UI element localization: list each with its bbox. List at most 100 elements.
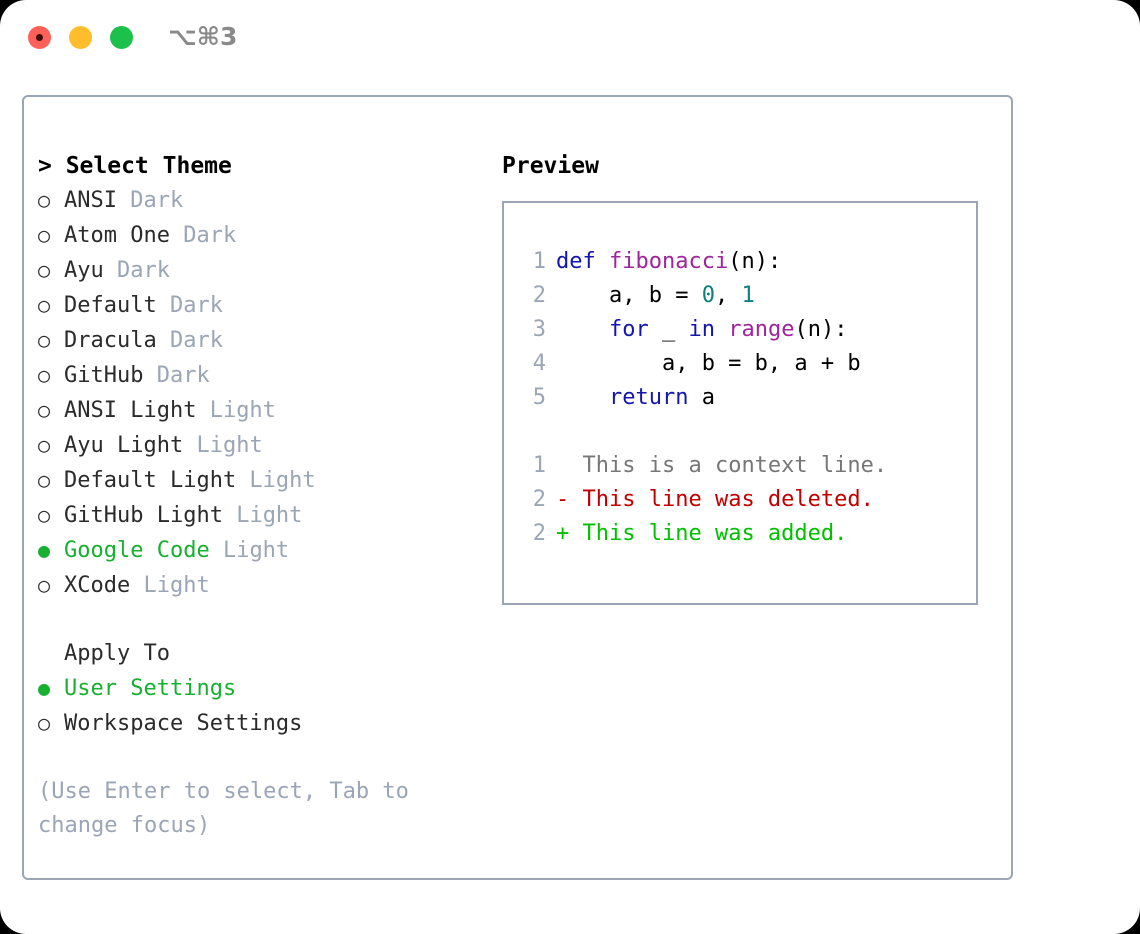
radio-unselected-icon: ○ [38,573,51,597]
diff-line-number: 2 [532,521,546,546]
theme-option-ansi-light[interactable]: ○ ANSI Light Light [38,393,478,428]
radio-unselected-icon: ○ [38,293,51,317]
theme-option-variant-badge: Dark [169,223,237,248]
code-token-plain: (n): [794,317,848,342]
code-diff-spacer [518,415,976,449]
theme-list: ○ANSI Dark○Atom One Dark○Ayu Dark○Defaul… [38,183,478,603]
code-line-number: 1 [532,249,546,274]
theme-option-ayu[interactable]: ○ Ayu Dark [38,253,478,288]
diff-line-number: 2 [532,487,546,512]
theme-option-ansi[interactable]: ○ANSI Dark [38,183,478,218]
apply-to-list: ● User Settings ○ Workspace Settings [38,671,478,741]
radio-unselected-icon: ○ [38,188,51,212]
theme-option-label: Default Light [64,468,237,493]
theme-option-default[interactable]: ○Default Dark [38,288,478,323]
theme-option-atom-one[interactable]: ○ Atom One Dark [38,218,478,253]
code-line-number: 4 [532,351,546,376]
theme-option-variant-badge: Light [209,538,290,563]
theme-option-variant-badge: Light [196,398,276,423]
apply-to-option-workspace-settings[interactable]: ○ Workspace Settings [38,706,478,741]
apply-to-option-label: User Settings [64,676,237,701]
code-line: 1 def fibonacci(n): [518,245,976,279]
code-token-fn: fibonacci [608,249,729,274]
radio-unselected-icon: ○ [38,468,51,492]
theme-option-variant-badge: Dark [156,293,223,318]
code-line-number: 2 [532,283,546,308]
code-line-number: 5 [532,385,546,410]
select-theme-title: > Select Theme [38,153,232,179]
diff-line-add: 2 + This line was added. [518,517,976,551]
radio-selected-icon: ● [38,676,51,700]
diff-marker [556,449,583,483]
diff-marker: - [556,487,583,512]
diff-line-del: 2- This line was deleted. [518,483,976,517]
radio-unselected-icon: ○ [38,398,51,422]
radio-unselected-icon: ○ [38,223,51,247]
code-token-plain [556,381,609,415]
code-token-kw: def [556,249,609,274]
theme-option-github-light[interactable]: ○GitHub Light Light [38,498,478,533]
radio-selected-icon: ● [38,538,51,562]
code-token-plain: a, b = b, a + b [556,351,861,376]
maximize-window-button[interactable] [110,26,133,49]
theme-option-label: GitHub [64,363,144,388]
apply-to-option-label: Workspace Settings [64,711,303,736]
theme-option-variant-badge: Dark [103,258,170,283]
code-token-plain [715,313,728,347]
theme-option-label: ANSI Light [64,398,197,423]
minimize-window-button[interactable] [69,26,92,49]
theme-chooser: > Select Theme ○ANSI Dark○Atom One Dark○… [38,149,478,843]
code-token-num: 1 [741,283,755,308]
code-token-kw: in [688,317,715,342]
code-line: 4 a, b = b, a + b [518,347,976,381]
code-line-number: 3 [532,317,546,342]
content-panel: > Select Theme ○ANSI Dark○Atom One Dark○… [22,95,1013,880]
apply-to-title: Apply To [64,641,170,666]
theme-option-variant-badge: Light [130,573,210,598]
radio-unselected-icon: ○ [38,328,51,352]
theme-option-label: Ayu Light [64,433,184,458]
diff-line-text: This is a context line. [582,453,888,478]
theme-option-github[interactable]: ○ GitHub Dark [38,358,478,393]
diff-sample: 1 This is a context line.2- This line wa… [518,449,976,551]
theme-option-xcode[interactable]: ○ XCode Light [38,568,478,603]
code-token-plain: a, b = [556,283,702,308]
apply-to-option-user-settings[interactable]: ● User Settings [38,671,478,706]
radio-unselected-icon: ○ [38,363,51,387]
theme-option-label: Ayu [64,258,104,283]
keyboard-shortcut-label: ⌥⌘3 [168,22,238,51]
code-token-plain: (n): [728,249,782,274]
radio-unselected-icon: ○ [38,258,51,282]
preview-title: Preview [502,153,599,179]
theme-option-dracula[interactable]: ○Dracula Dark [38,323,478,358]
code-token-plain: _ [648,317,689,342]
theme-option-ayu-light[interactable]: ○ Ayu Light Light [38,428,478,463]
code-token-kw: return [608,385,689,410]
keyboard-hint-text: (Use Enter to select, Tab to change focu… [38,779,423,838]
close-window-button[interactable] [28,26,51,49]
theme-option-default-light[interactable]: ○Default Light Light [38,463,478,498]
theme-option-label: Atom One [64,223,170,248]
radio-unselected-icon: ○ [38,433,51,457]
code-token-plain [556,313,609,347]
theme-option-variant-badge: Dark [156,328,223,353]
theme-option-label: XCode [64,573,131,598]
code-line: 5 return a [518,381,976,415]
traffic-light-group [28,26,133,49]
diff-marker: + [556,521,583,546]
diff-line-ctx: 1 This is a context line. [518,449,976,483]
theme-option-variant-badge: Light [222,503,303,528]
theme-option-variant-badge: Light [183,433,263,458]
code-line: 2 a, b = 0, 1 [518,279,976,313]
radio-unselected-icon: ○ [38,711,51,735]
theme-option-google-code[interactable]: ●Google Code Light [38,533,478,568]
theme-option-variant-badge: Dark [116,188,184,213]
theme-option-variant-badge: Dark [143,363,210,388]
code-token-plain: a [688,385,715,410]
diff-line-text: This line was added. [582,521,848,546]
code-token-fn: range [728,317,795,342]
